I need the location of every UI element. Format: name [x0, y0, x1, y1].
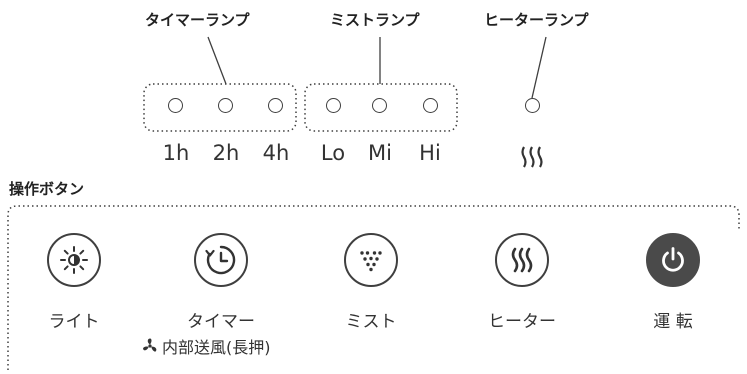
heater-icon — [511, 247, 533, 273]
lamp-label-lo: Lo — [320, 141, 346, 165]
lamp-label-mi: Mi — [368, 141, 392, 165]
power-button-label: 運 転 — [653, 312, 693, 332]
timer-lamp-group-box — [143, 83, 297, 132]
callout-timer-lamp: タイマーランプ — [145, 11, 250, 29]
lamp-2h — [218, 98, 233, 113]
lamp-1h — [168, 98, 183, 113]
timer-leader-line — [207, 36, 227, 85]
light-icon — [60, 246, 88, 274]
mist-button-label: ミスト — [345, 312, 397, 332]
lamp-label-2h: 2h — [212, 141, 240, 165]
lamp-heater — [525, 98, 540, 113]
lamp-label-1h: 1h — [162, 141, 190, 165]
mist-icon — [360, 251, 382, 272]
light-button-label: ライト — [48, 312, 100, 332]
lamp-lo — [326, 98, 341, 113]
callout-mist-lamp: ミストランプ — [330, 11, 420, 29]
power-icon — [662, 247, 684, 272]
heater-button-label: ヒーター — [488, 312, 556, 332]
lamp-label-hi: Hi — [419, 141, 441, 165]
lamp-label-4h: 4h — [262, 141, 290, 165]
light-button[interactable] — [47, 233, 101, 287]
timer-icon — [205, 245, 236, 275]
lamp-hi — [423, 98, 438, 113]
power-button[interactable] — [646, 233, 700, 287]
section-title-operation-buttons: 操作ボタン — [9, 180, 85, 198]
button-panel-frame — [7, 205, 740, 370]
callout-heater-lamp: ヒーターランプ — [484, 11, 589, 29]
mist-button[interactable] — [344, 233, 398, 287]
fan-icon — [143, 338, 157, 352]
heat-waves-icon — [521, 146, 543, 168]
fan-sublabel-text: 内部送風(長押) — [162, 338, 271, 357]
heater-leader-line — [531, 36, 547, 99]
lamp-mi — [372, 98, 387, 113]
timer-button-label: タイマー — [187, 312, 255, 332]
mist-lamp-group-box — [304, 83, 458, 132]
fan-sublabel: 内部送風(長押) — [141, 334, 271, 358]
heater-button[interactable] — [495, 233, 549, 287]
lamp-4h — [268, 98, 283, 113]
timer-button[interactable] — [194, 233, 248, 287]
